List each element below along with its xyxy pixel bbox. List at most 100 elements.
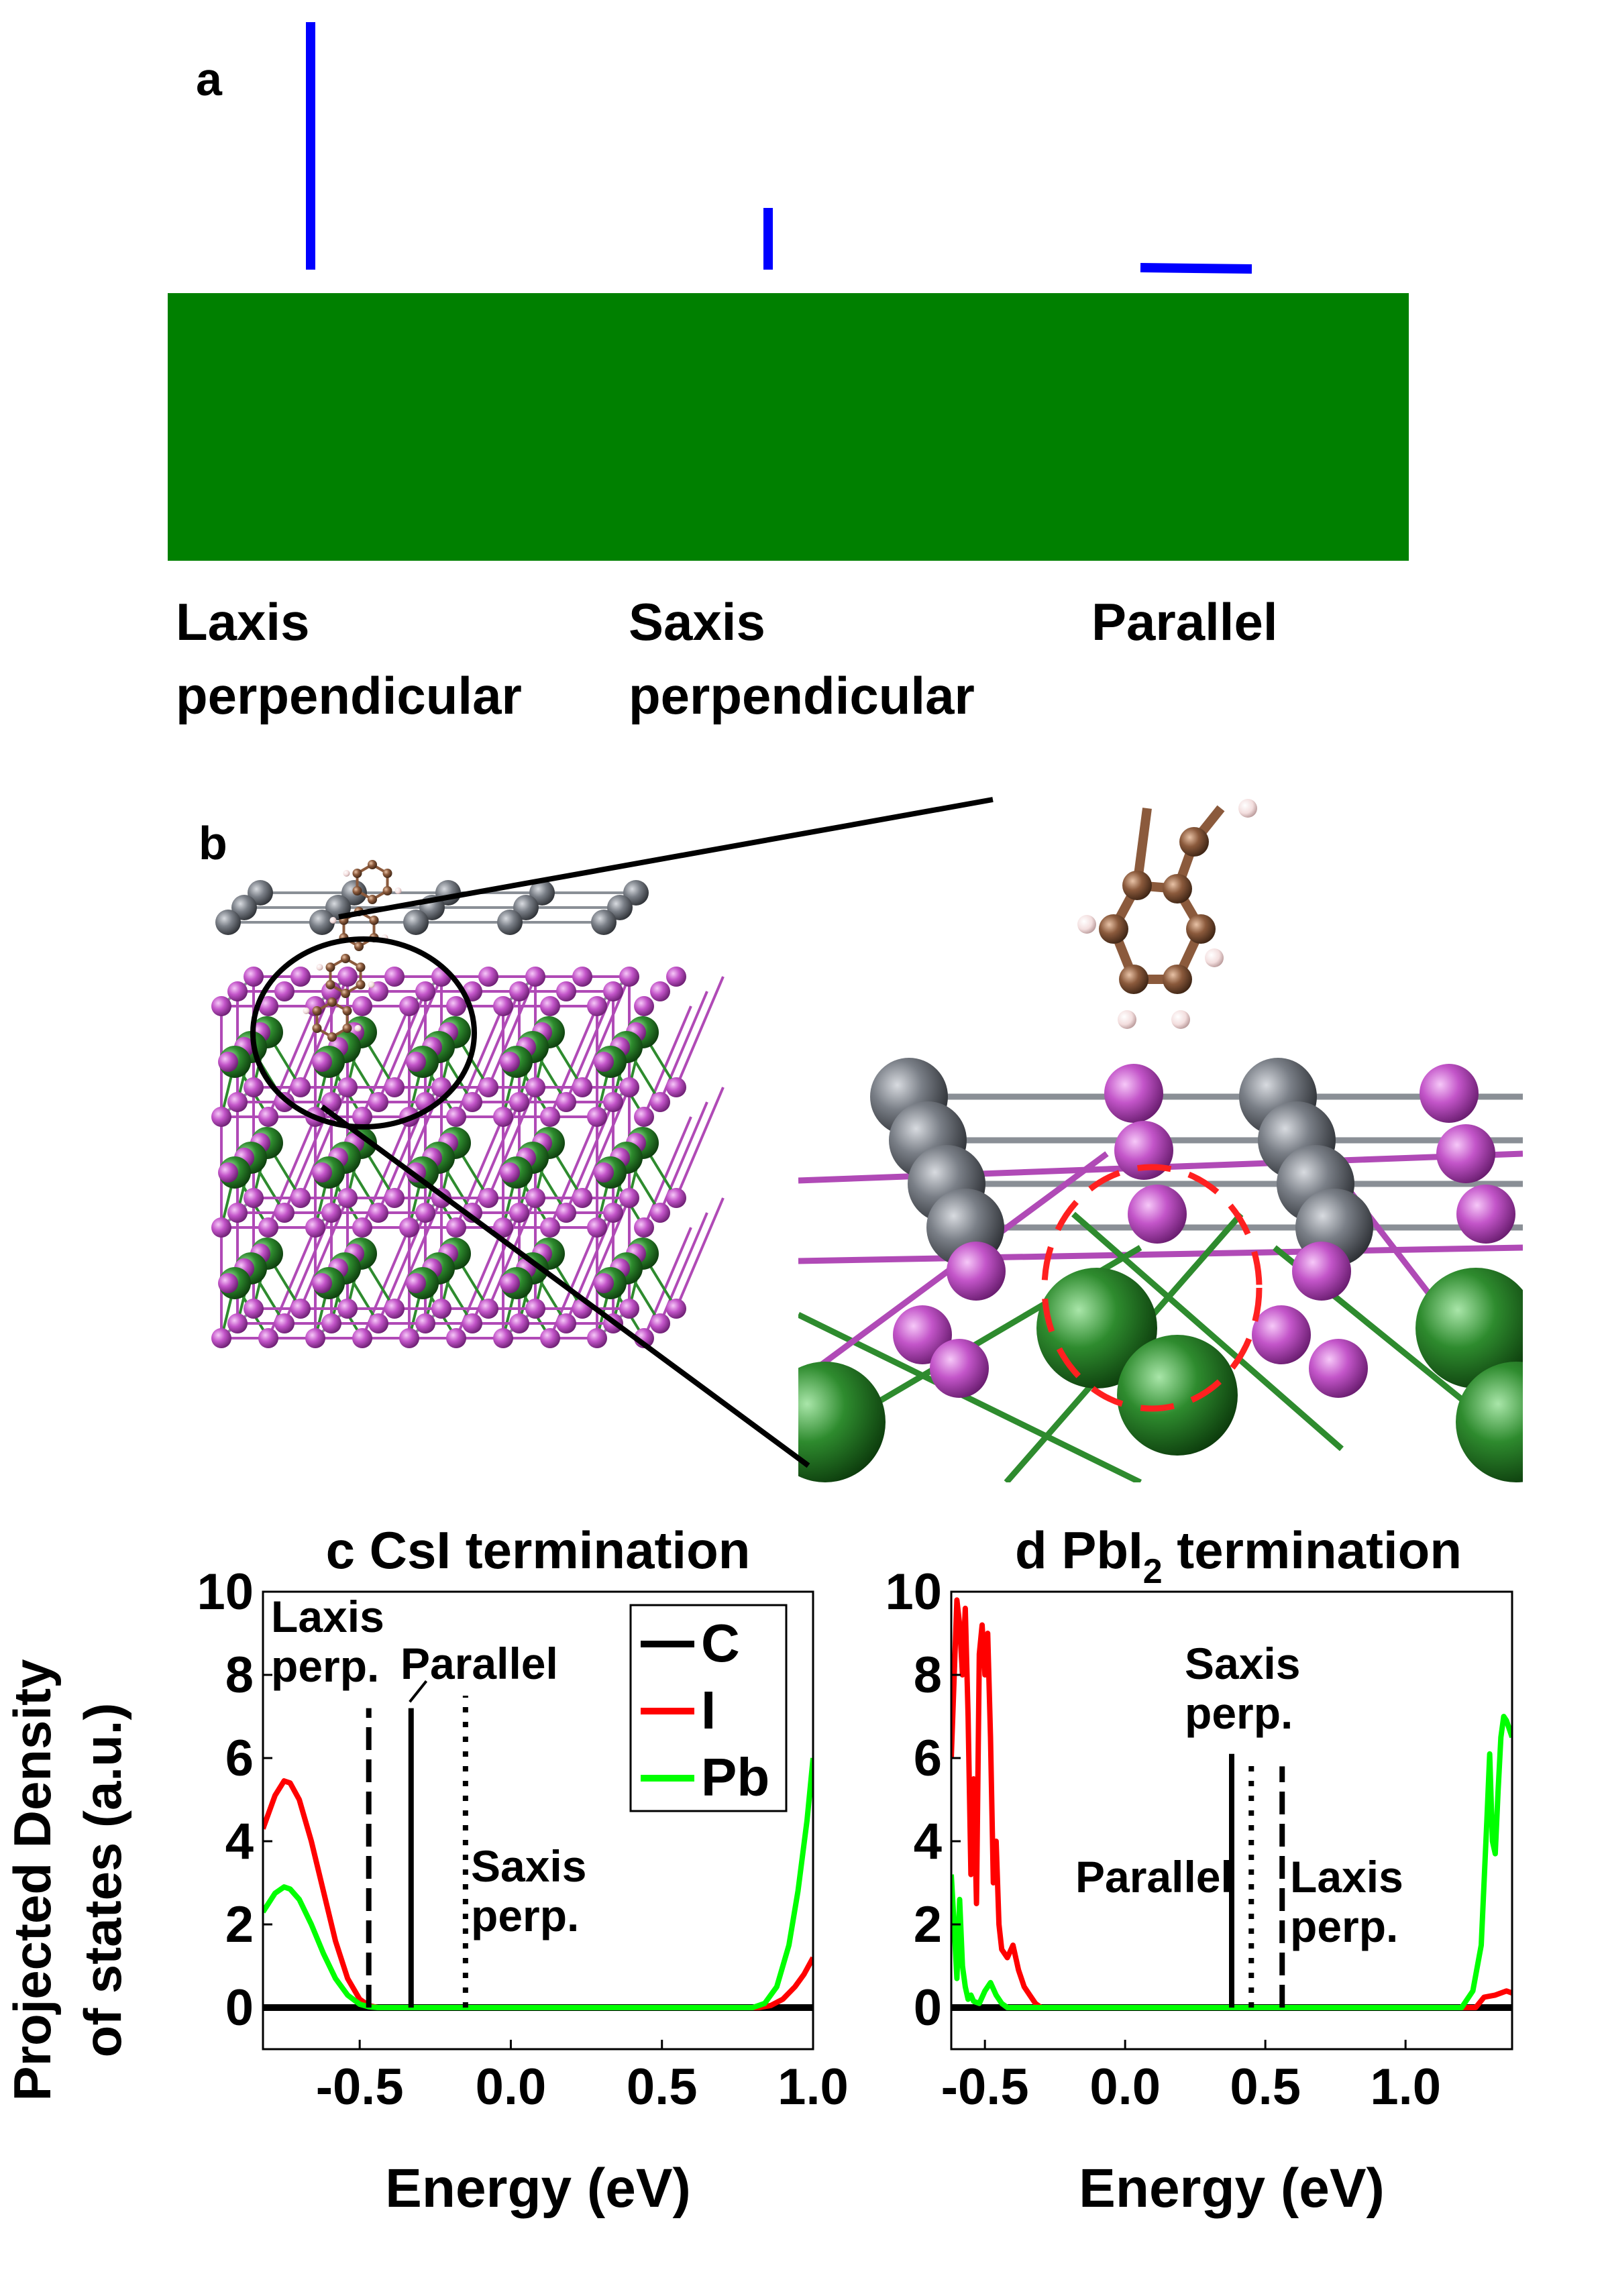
i-atom xyxy=(227,1313,248,1333)
label-saxis-line2: perpendicular xyxy=(629,666,975,725)
i-atom xyxy=(500,1162,520,1183)
cs-atom xyxy=(403,910,429,935)
i-atom xyxy=(540,1107,560,1127)
i-atom xyxy=(540,1328,560,1348)
c-atom xyxy=(341,989,350,998)
y-tick-label: 10 xyxy=(885,1564,942,1621)
i-atom xyxy=(666,1299,686,1319)
i-atom xyxy=(244,1077,264,1097)
i-atom xyxy=(244,1299,264,1319)
i-atom xyxy=(227,981,248,1001)
c-atom xyxy=(342,1006,352,1016)
i-atom xyxy=(211,996,231,1016)
i-atom xyxy=(218,1052,238,1072)
i-atom xyxy=(218,1162,238,1183)
c-atom xyxy=(1119,965,1148,994)
i-atom xyxy=(274,981,295,1001)
i-atom xyxy=(352,1217,372,1238)
y-tick-label: 8 xyxy=(914,1647,942,1704)
i-atom xyxy=(337,967,358,987)
plot-frame xyxy=(262,1590,814,2051)
i-atom xyxy=(406,1052,426,1072)
i-atom xyxy=(399,996,419,1016)
i-atom xyxy=(290,1188,311,1208)
cs-atom xyxy=(607,895,633,920)
i-atom xyxy=(587,1328,607,1348)
c-atom xyxy=(354,942,364,951)
i-atom xyxy=(1309,1339,1368,1398)
y-tick-label: 6 xyxy=(225,1730,254,1787)
i-atom xyxy=(258,1107,278,1127)
i-atom xyxy=(312,1162,332,1183)
x-tick-label: -0.5 xyxy=(941,2059,1029,2116)
panel-a-orientation-diagram xyxy=(168,22,1409,561)
i-atom xyxy=(619,967,639,987)
i-atom xyxy=(384,1188,405,1208)
c-atom xyxy=(1186,914,1216,944)
c-atom xyxy=(368,860,377,869)
i-atom xyxy=(368,1313,388,1333)
h-atom xyxy=(1238,799,1257,818)
i-atom xyxy=(619,1299,639,1319)
i-atom xyxy=(290,1077,311,1097)
label-laxis-perpendicular: Laxis perpendicular xyxy=(176,585,522,732)
plot-area xyxy=(263,1696,813,2011)
i-atom xyxy=(603,1203,623,1223)
x-tick-label: 0.0 xyxy=(1089,2059,1161,2116)
i-atom xyxy=(930,1339,989,1398)
i-atom xyxy=(556,981,576,1001)
cs-atom xyxy=(215,910,241,935)
highlight-circle xyxy=(1041,1164,1263,1412)
y-tick-label: 0 xyxy=(225,1979,254,2036)
i-atom xyxy=(446,1217,466,1238)
i-atom xyxy=(1104,1064,1163,1123)
c-atom xyxy=(325,963,335,972)
i-atom xyxy=(258,996,278,1016)
marker-label-saxis-line: perp. xyxy=(1185,1688,1293,1738)
i-atom xyxy=(556,1092,576,1112)
h-atom xyxy=(343,870,350,877)
y-tick-label: 6 xyxy=(914,1730,942,1787)
label-saxis-perpendicular: Saxis perpendicular xyxy=(629,585,975,732)
i-atom xyxy=(619,1077,639,1097)
lattice-bond xyxy=(798,1244,1523,1264)
pb-atom xyxy=(798,1362,886,1482)
c-atom xyxy=(356,980,366,989)
i-atom xyxy=(368,1092,388,1112)
zoom-inset xyxy=(798,799,1523,1482)
c-atom xyxy=(352,869,362,878)
h-atom xyxy=(354,1025,362,1032)
marker-label-saxis-line: Saxis xyxy=(1185,1639,1300,1688)
i-atom xyxy=(462,1203,482,1223)
i-atom xyxy=(525,1077,545,1097)
i-atom xyxy=(650,981,670,1001)
cs-atom xyxy=(231,895,257,920)
i-atom xyxy=(415,1203,435,1223)
c-atom xyxy=(327,997,337,1007)
i-atom xyxy=(478,1188,498,1208)
marker-label-saxis-line: Saxis xyxy=(471,1841,586,1891)
lattice-bond xyxy=(675,1197,725,1309)
y-tick-label: 4 xyxy=(914,1813,942,1870)
i-atom xyxy=(352,1107,372,1127)
c-atom xyxy=(1122,871,1152,900)
i-atom xyxy=(650,1203,670,1223)
cs-atom xyxy=(623,880,649,906)
pb-atom xyxy=(1415,1268,1523,1388)
i-atom xyxy=(634,996,654,1016)
marker-leader-line xyxy=(409,1680,428,1703)
label-laxis-line2: perpendicular xyxy=(176,666,522,725)
c-atom xyxy=(369,916,379,925)
y-tick-label: 8 xyxy=(225,1647,254,1704)
c-atom xyxy=(312,1024,322,1033)
label-saxis-line1: Saxis xyxy=(629,592,765,651)
cs-atom xyxy=(513,895,539,920)
i-atom xyxy=(619,1188,639,1208)
i-atom xyxy=(384,1077,405,1097)
i-atom xyxy=(556,1203,576,1223)
i-atom xyxy=(493,1328,513,1348)
pb-atom xyxy=(1117,1335,1238,1456)
c-atom xyxy=(1099,914,1128,944)
i-atom xyxy=(1436,1124,1495,1183)
